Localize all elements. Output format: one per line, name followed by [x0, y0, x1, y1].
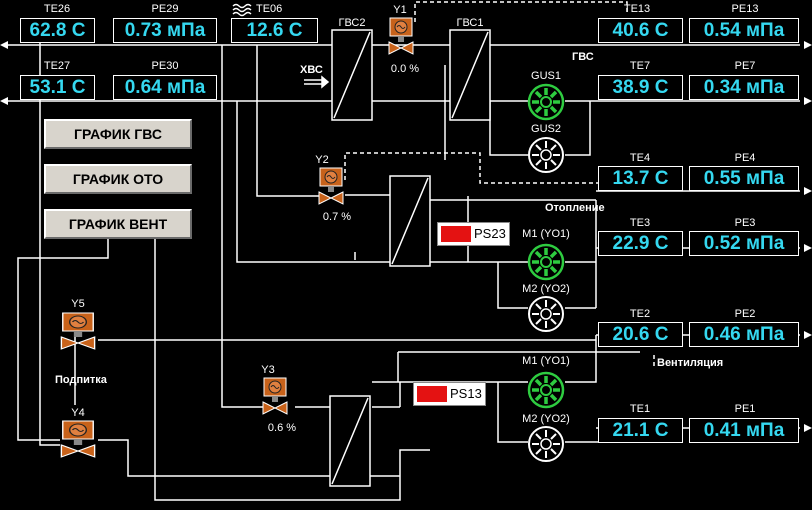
pe13-label: PE13: [731, 3, 759, 15]
pump-m1-heating-label: M1 (YO1): [522, 228, 570, 240]
alarm-indicator: [417, 386, 447, 402]
heat-exchanger-heating: [389, 175, 431, 267]
te1-label: TE1: [629, 403, 651, 415]
pressure-switch-ps13[interactable]: PS13: [413, 382, 486, 406]
pe30-label: PE30: [151, 60, 179, 72]
heat-exchanger-ventilation: [329, 395, 371, 487]
te7-value: 38.9 C: [598, 75, 683, 100]
valve-y2-label: Y2: [315, 154, 329, 166]
pe29-value: 0.73 мПа: [113, 18, 217, 43]
ps13-label: PS13: [450, 386, 482, 401]
control-valve-icon[interactable]: [388, 17, 414, 57]
heat-exchanger-gvs2: [331, 29, 373, 121]
chart-gvs-button[interactable]: ГРАФИК ГВС: [44, 119, 192, 149]
valve-y3-label: Y3: [261, 364, 275, 376]
ps23-label: PS23: [474, 226, 506, 241]
pe4-label: PE4: [734, 152, 756, 164]
te27-label: TE27: [43, 60, 71, 72]
valve-y1-label: Y1: [393, 4, 407, 16]
control-valve-icon[interactable]: [262, 377, 288, 417]
te3-value: 22.9 C: [598, 231, 683, 256]
pump-m1-vent-label: M1 (YO1): [522, 355, 570, 367]
chart-vent-button[interactable]: ГРАФИК ВЕНТ: [44, 209, 192, 239]
pe1-value: 0.41 мПа: [689, 418, 799, 443]
chart-oto-button[interactable]: ГРАФИК ОТО: [44, 164, 192, 194]
valve-y3-percent: 0.6 %: [267, 422, 297, 434]
pe7-label: PE7: [734, 60, 756, 72]
pe3-label: PE3: [734, 217, 756, 229]
te27-value: 53.1 C: [20, 75, 95, 100]
te4-value: 13.7 C: [598, 166, 683, 191]
fan-rotor-icon[interactable]: [527, 83, 565, 121]
te13-label: TE13: [623, 3, 651, 15]
circuit-gvs-label: ГВС: [572, 51, 594, 63]
pe30-value: 0.64 мПа: [113, 75, 217, 100]
te2-value: 20.6 C: [598, 322, 683, 347]
pe29-label: PE29: [151, 3, 179, 15]
valve-y5-label: Y5: [71, 298, 85, 310]
pump-m2-vent-label: M2 (YO2): [522, 413, 570, 425]
te1-value: 21.1 C: [598, 418, 683, 443]
te06-value: 12.6 C: [231, 18, 318, 43]
pe2-label: PE2: [734, 308, 756, 320]
heat-exchanger-gvs1: [449, 29, 491, 121]
pe4-value: 0.55 мПа: [689, 166, 799, 191]
pe2-value: 0.46 мПа: [689, 322, 799, 347]
alarm-indicator: [441, 226, 471, 242]
te13-value: 40.6 C: [598, 18, 683, 43]
control-valve-icon[interactable]: [318, 167, 344, 207]
valve-y1-percent: 0.0 %: [390, 63, 420, 75]
gvs2-label: ГВС2: [338, 17, 366, 29]
valve-y4-label: Y4: [71, 407, 85, 419]
gvs1-label: ГВС1: [456, 17, 484, 29]
pe13-value: 0.54 мПа: [689, 18, 799, 43]
control-valve-icon[interactable]: [60, 312, 96, 352]
cold-water-label: ХВС: [300, 64, 323, 76]
te06-label: TE06: [256, 3, 283, 15]
pe3-value: 0.52 мПа: [689, 231, 799, 256]
pe7-value: 0.34 мПа: [689, 75, 799, 100]
circuit-ventilation-label: Вентиляция: [657, 357, 724, 369]
fan-rotor-icon[interactable]: [527, 371, 565, 409]
makeup-label: Подпитка: [55, 374, 107, 386]
cold-water-arrow-icon: [304, 75, 330, 89]
te4-label: TE4: [629, 152, 651, 164]
fan-rotor-icon[interactable]: [527, 295, 565, 333]
wavy-water-icon: [232, 3, 252, 17]
te7-label: TE7: [629, 60, 651, 72]
control-valve-icon[interactable]: [60, 420, 96, 460]
pump-gus1-label: GUS1: [531, 70, 561, 82]
pump-gus2-label: GUS2: [531, 123, 561, 135]
circuit-heating-label: Отопление: [545, 202, 605, 214]
fan-rotor-icon[interactable]: [527, 136, 565, 174]
te26-value: 62.8 C: [20, 18, 95, 43]
fan-rotor-icon[interactable]: [527, 243, 565, 281]
pe1-label: PE1: [734, 403, 756, 415]
te3-label: TE3: [629, 217, 651, 229]
te26-label: TE26: [43, 3, 71, 15]
pressure-switch-ps23[interactable]: PS23: [437, 222, 510, 246]
valve-y2-percent: 0.7 %: [322, 211, 352, 223]
fan-rotor-icon[interactable]: [527, 425, 565, 463]
pump-m2-heating-label: M2 (YO2): [522, 283, 570, 295]
te2-label: TE2: [629, 308, 651, 320]
